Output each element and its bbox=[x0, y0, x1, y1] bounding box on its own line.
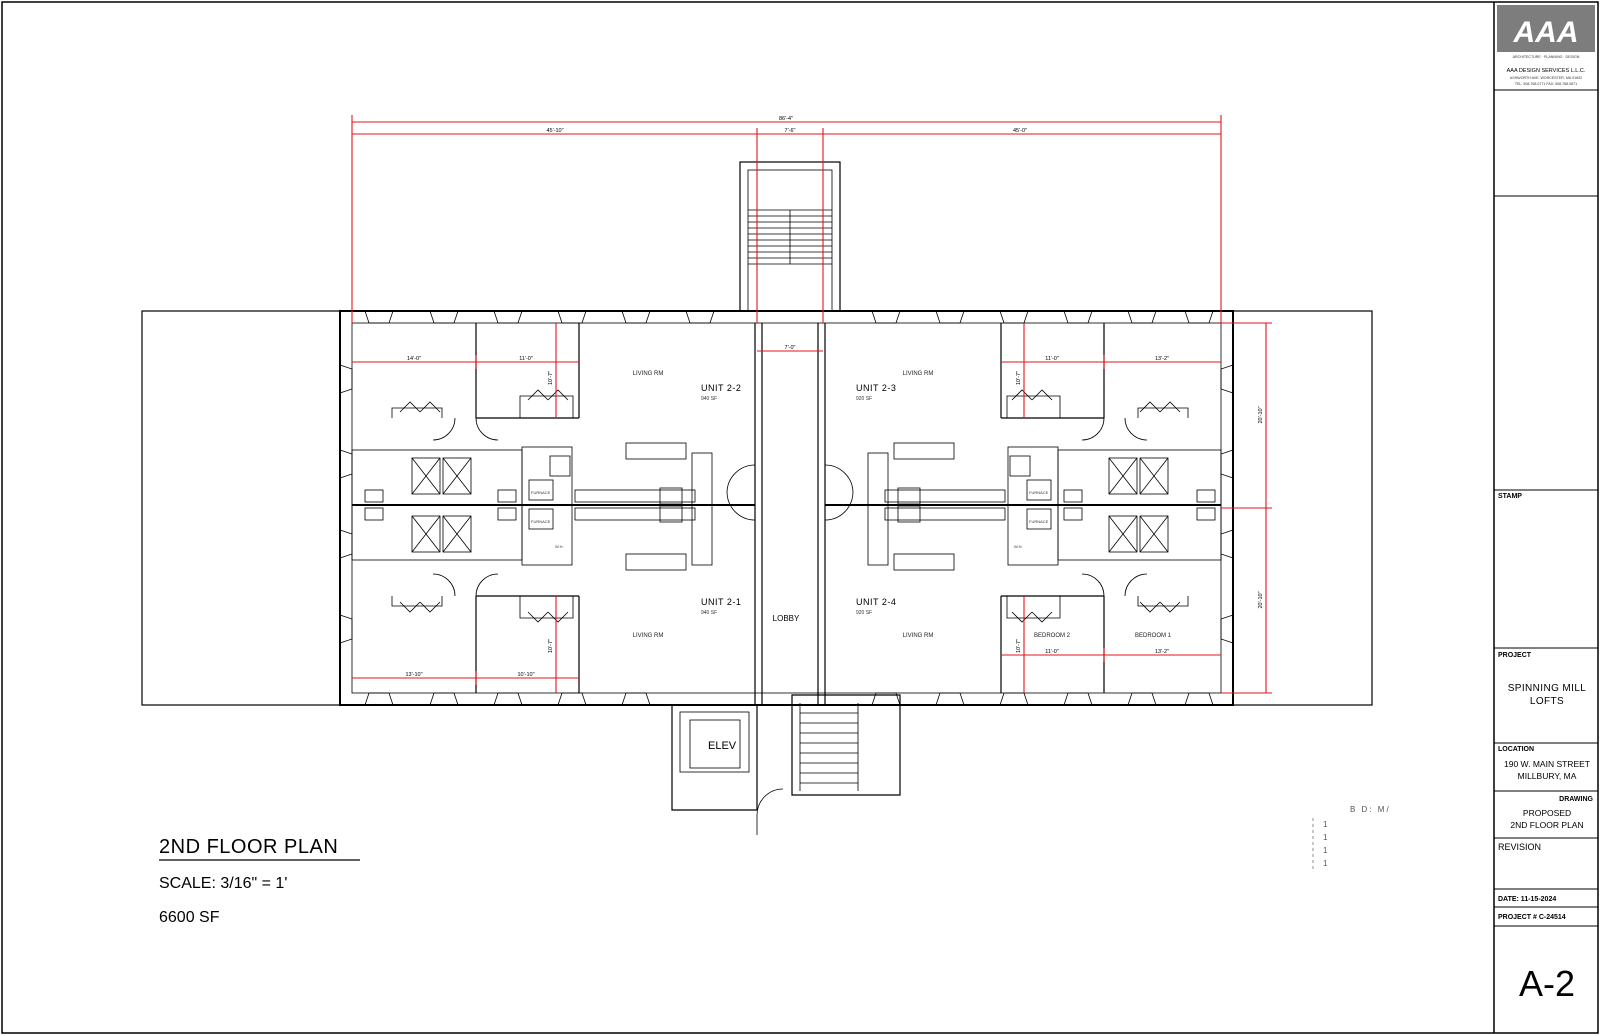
logo-text: AAA bbox=[1513, 16, 1579, 49]
dim-right-upper: 20'-10" bbox=[1258, 406, 1264, 423]
furnace-label: FURNACE bbox=[531, 490, 551, 495]
company-address: ASHWORTH AVE, WORCESTER, MA 01602 bbox=[1510, 76, 1582, 80]
unit-2-3-label: UNIT 2-3 bbox=[856, 383, 896, 393]
left-units-walls: FURNACE FURNACE W.H. bbox=[351, 323, 713, 693]
dim-ll-bed2: 10'-10" bbox=[517, 672, 534, 678]
location-line2: MILLBURY, MA bbox=[1518, 771, 1577, 781]
legend-row: 1 bbox=[1323, 820, 1328, 829]
dim-lr-bed2: 11'-0" bbox=[1045, 649, 1059, 655]
furnace-label: FURNACE bbox=[1029, 519, 1049, 524]
plan-area: 6600 SF bbox=[159, 909, 220, 926]
unit-2-1-area: 940 SF bbox=[701, 610, 717, 616]
adjacent-building-left bbox=[141, 310, 341, 706]
logo-tagline: ARCHITECTURE · PLANNING · DESIGN bbox=[1513, 55, 1580, 59]
dim-ur-depth: 10'-7" bbox=[1016, 371, 1022, 385]
north-stair bbox=[739, 161, 841, 312]
windows bbox=[339, 310, 1234, 706]
lobby-core bbox=[726, 323, 854, 705]
plan-notes: 2ND FLOOR PLAN SCALE: 3/16" = 1' 6600 SF bbox=[159, 836, 360, 926]
living-room-label: LIVING RM bbox=[633, 371, 664, 377]
water-heater-label: W.H. bbox=[555, 544, 564, 549]
legend-row: 1 bbox=[1323, 833, 1328, 842]
unit-2-4-area: 920 SF bbox=[856, 610, 872, 616]
dim-overall: 86'-4" bbox=[779, 116, 793, 122]
location-label: LOCATION bbox=[1498, 746, 1534, 753]
bedroom-2-label: BEDROOM 2 bbox=[1034, 633, 1071, 639]
legend-header: B D: M/ bbox=[1350, 805, 1391, 814]
date-text: DATE: 11-15-2024 bbox=[1498, 896, 1556, 903]
plan-scale: SCALE: 3/16" = 1' bbox=[159, 875, 287, 892]
drawing-line1: PROPOSED bbox=[1523, 808, 1571, 818]
living-room-label: LIVING RM bbox=[633, 633, 664, 639]
dim-ul-bed1: 14'-0" bbox=[407, 356, 421, 362]
drawing-line2: 2ND FLOOR PLAN bbox=[1510, 820, 1583, 830]
plan-title: 2ND FLOOR PLAN bbox=[159, 836, 338, 858]
living-room-label: LIVING RM bbox=[903, 371, 934, 377]
project-number: PROJECT # C-24514 bbox=[1498, 914, 1566, 921]
legend-row: 1 bbox=[1323, 859, 1328, 868]
unit-2-2-label: UNIT 2-2 bbox=[701, 383, 741, 393]
company-logo bbox=[1497, 5, 1595, 52]
legend: B D: M/ 1 1 1 1 bbox=[1312, 805, 1391, 872]
project-name-line1: SPINNING MILL bbox=[1508, 683, 1587, 694]
dim-left-wing: 45'-10" bbox=[546, 128, 563, 134]
dim-lobby-width: 7'-0" bbox=[785, 345, 796, 351]
unit-2-3-area: 920 SF bbox=[856, 396, 872, 402]
revision-label: REVISION bbox=[1498, 842, 1541, 852]
company-name: AAA DESIGN SERVICES L.L.C. bbox=[1507, 68, 1586, 74]
dimension-lines bbox=[351, 115, 1272, 694]
drawing-label: DRAWING bbox=[1559, 796, 1593, 803]
dimension-labels: 86'-4" 45'-10" 7'-6" 45'-0" 7'-0" 14'-0"… bbox=[405, 116, 1264, 678]
lobby-label: LOBBY bbox=[773, 614, 800, 623]
dim-ul-depth: 10'-7" bbox=[548, 371, 554, 385]
title-block: AAA ARCHITECTURE · PLANNING · DESIGN AAA… bbox=[1494, 5, 1598, 1004]
elevator-label: ELEV bbox=[708, 740, 737, 752]
project-label: PROJECT bbox=[1498, 652, 1532, 659]
building-outline bbox=[339, 310, 1234, 706]
dim-right-lower: 20'-10" bbox=[1258, 591, 1264, 608]
floor-plan: ELEV bbox=[141, 115, 1373, 835]
bedroom-1-label: BEDROOM 1 bbox=[1135, 633, 1172, 639]
dim-ll-depth: 10'-7" bbox=[548, 639, 554, 653]
unit-2-4-label: UNIT 2-4 bbox=[856, 597, 896, 607]
dim-ur-bed1: 13'-2" bbox=[1155, 356, 1169, 362]
company-phone: TEL: 508.768.0771 FAX: 508.768.0871 bbox=[1515, 82, 1577, 86]
dim-ul-bed2: 11'-0" bbox=[519, 356, 533, 362]
stamp-label: STAMP bbox=[1498, 493, 1522, 500]
dim-lr-depth: 10'-7" bbox=[1016, 639, 1022, 653]
furnace-label: FURNACE bbox=[531, 519, 551, 524]
dim-core: 7'-6" bbox=[785, 128, 796, 134]
dim-ur-bed2: 11'-0" bbox=[1045, 356, 1059, 362]
dim-ll-bed1: 13'-10" bbox=[405, 672, 422, 678]
water-heater-label: W.H. bbox=[1014, 544, 1023, 549]
dim-right-wing: 45'-0" bbox=[1013, 128, 1027, 134]
living-room-label: LIVING RM bbox=[903, 633, 934, 639]
room-labels: LIVING RM LIVING RM LIVING RM LIVING RM … bbox=[633, 371, 1172, 639]
furnace-label: FURNACE bbox=[1029, 490, 1049, 495]
elevator-car bbox=[689, 719, 741, 769]
dim-lr-bed1: 13'-2" bbox=[1155, 649, 1169, 655]
unit-2-2-area: 940 SF bbox=[701, 396, 717, 402]
unit-2-1-label: UNIT 2-1 bbox=[701, 597, 741, 607]
location-line1: 190 W. MAIN STREET bbox=[1504, 759, 1590, 769]
legend-row: 1 bbox=[1323, 846, 1328, 855]
sheet-number: A-2 bbox=[1519, 963, 1575, 1004]
south-core: ELEV bbox=[671, 694, 901, 835]
project-name-line2: LOFTS bbox=[1530, 696, 1564, 707]
right-units-walls: FURNACE FURNACE W.H. bbox=[867, 323, 1222, 693]
